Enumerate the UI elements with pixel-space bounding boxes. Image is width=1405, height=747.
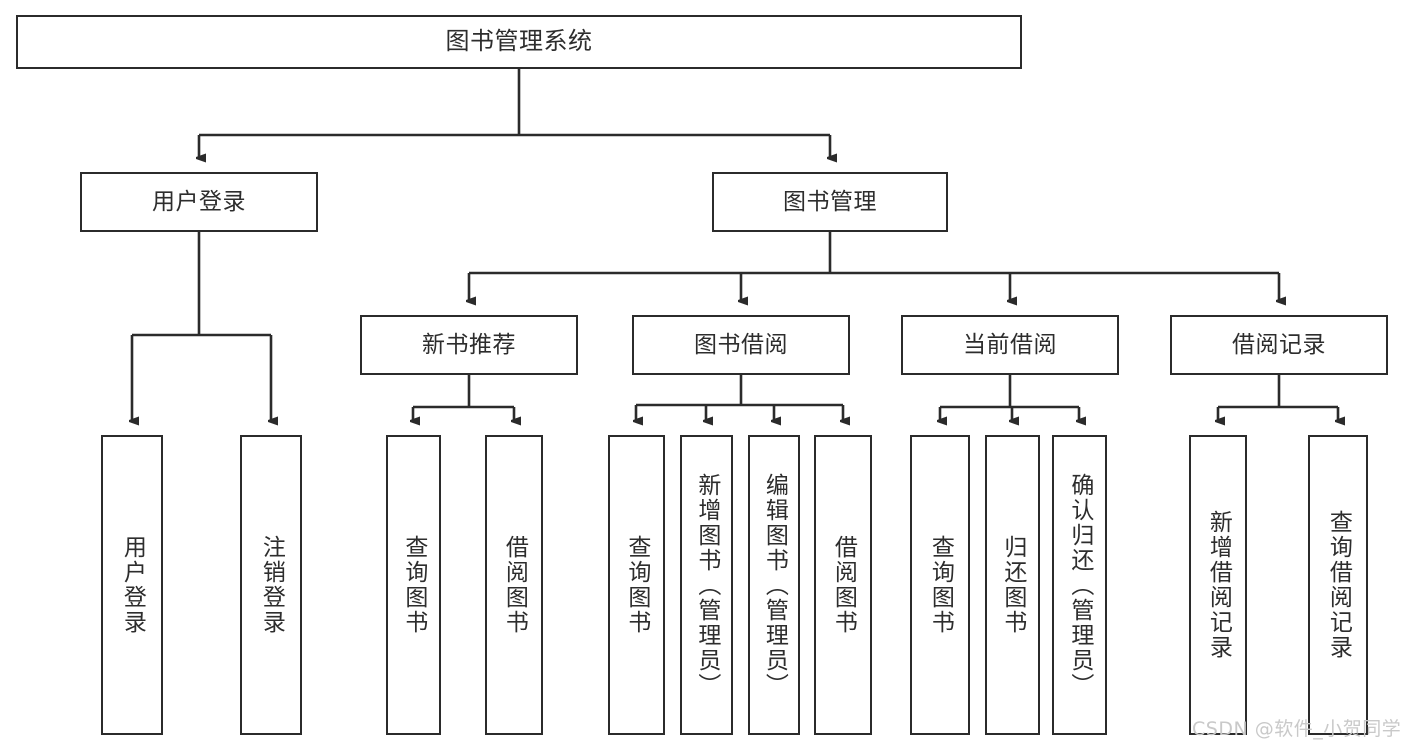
leaf-borrow-book[interactable]: 借阅图书 — [814, 435, 872, 735]
node-new-book-recommend[interactable]: 新书推荐 — [360, 315, 578, 375]
leaf-label: 查询图书 — [400, 535, 427, 635]
node-root-system[interactable]: 图书管理系统 — [16, 15, 1022, 69]
leaf-query-book-current[interactable]: 查询图书 — [910, 435, 970, 735]
leaf-label: 查询图书 — [623, 535, 650, 635]
leaf-borrow-book-recommend[interactable]: 借阅图书 — [485, 435, 543, 735]
leaf-query-book-recommend[interactable]: 查询图书 — [386, 435, 441, 735]
node-borrow-record[interactable]: 借阅记录 — [1170, 315, 1388, 375]
leaf-label: 借阅图书 — [830, 535, 857, 635]
leaf-label: 查询图书 — [927, 535, 954, 635]
node-book-management[interactable]: 图书管理 — [712, 172, 948, 232]
csdn-watermark: CSDN @软件_小贺同学 — [1192, 718, 1402, 740]
leaf-label: 新增图书（管理员） — [693, 472, 720, 698]
leaf-add-book-admin[interactable]: 新增图书（管理员） — [680, 435, 733, 735]
leaf-query-borrow-record[interactable]: 查询借阅记录 — [1308, 435, 1368, 735]
leaf-user-login[interactable]: 用户登录 — [101, 435, 163, 735]
leaf-edit-book-admin[interactable]: 编辑图书（管理员） — [748, 435, 800, 735]
leaf-label: 用户登录 — [119, 535, 146, 635]
leaf-add-borrow-record[interactable]: 新增借阅记录 — [1189, 435, 1247, 735]
leaf-logout[interactable]: 注销登录 — [240, 435, 302, 735]
leaf-label: 查询借阅记录 — [1325, 510, 1352, 660]
leaf-confirm-return-admin[interactable]: 确认归还（管理员） — [1052, 435, 1107, 735]
node-current-borrow[interactable]: 当前借阅 — [901, 315, 1119, 375]
leaf-label: 注销登录 — [258, 535, 285, 635]
leaf-label: 归还图书 — [999, 535, 1026, 635]
leaf-label: 编辑图书（管理员） — [761, 472, 788, 698]
node-user-login[interactable]: 用户登录 — [80, 172, 318, 232]
leaf-label: 新增借阅记录 — [1205, 510, 1232, 660]
leaf-label: 确认归还（管理员） — [1066, 472, 1093, 698]
leaf-label: 借阅图书 — [501, 535, 528, 635]
leaf-return-book[interactable]: 归还图书 — [985, 435, 1040, 735]
node-book-borrow[interactable]: 图书借阅 — [632, 315, 850, 375]
leaf-query-book-borrow[interactable]: 查询图书 — [608, 435, 665, 735]
